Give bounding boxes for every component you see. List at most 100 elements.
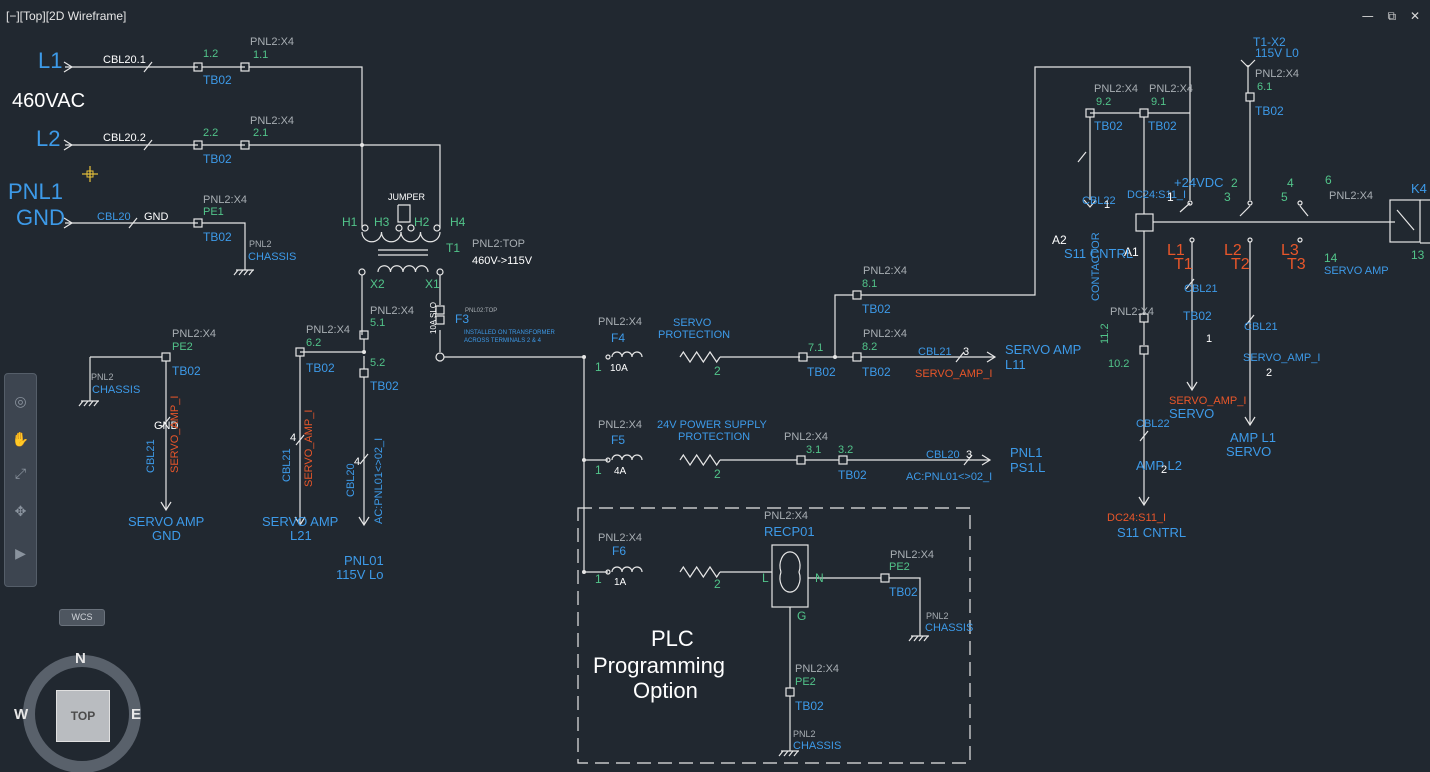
terminal[interactable] — [240, 140, 250, 150]
schematic-label[interactable]: PNL2:X4 — [1329, 190, 1373, 202]
connection-point[interactable] — [407, 224, 415, 232]
schematic-label[interactable]: TB02 — [807, 365, 836, 379]
arrow-down-icon[interactable] — [1244, 416, 1256, 427]
terminal[interactable] — [193, 140, 203, 150]
schematic-label[interactable]: 1 — [595, 572, 602, 586]
schematic-label[interactable]: A2 — [1052, 233, 1067, 247]
connection-point[interactable] — [1297, 200, 1303, 206]
schematic-label[interactable]: PNL2:X4 — [250, 36, 294, 48]
schematic-label[interactable]: TB02 — [203, 230, 232, 244]
schematic-label[interactable]: TB02 — [862, 302, 891, 316]
schematic-label[interactable]: AC:PNL01<>02_I — [906, 471, 992, 483]
terminal[interactable] — [798, 352, 808, 362]
wire[interactable] — [249, 144, 441, 222]
schematic-label[interactable]: 4 — [354, 456, 360, 468]
arrow-right-icon[interactable] — [981, 454, 992, 466]
schematic-label[interactable]: S11 CNTRL — [1117, 525, 1186, 540]
wire[interactable] — [861, 66, 1191, 296]
schematic-label[interactable]: ACROSS TERMINALS 2 & 4 — [464, 338, 542, 344]
schematic-label[interactable]: 115V L0 — [1255, 46, 1299, 60]
schematic-label[interactable]: PNL2:X4 — [203, 194, 247, 206]
fuse-element[interactable] — [679, 565, 721, 579]
terminal[interactable] — [880, 573, 890, 583]
schematic-label[interactable]: SERVO AMP — [1005, 342, 1081, 357]
connection-point[interactable] — [395, 224, 403, 232]
contact-switch[interactable] — [1239, 205, 1251, 217]
transformer-primary-coil[interactable] — [400, 231, 422, 243]
schematic-label[interactable]: PNL1 — [1010, 445, 1043, 460]
schematic-label[interactable]: S11 CNTRL — [1064, 246, 1133, 261]
schematic-label[interactable]: CHASSIS — [248, 251, 296, 263]
schematic-label[interactable]: X1 — [425, 277, 440, 291]
arrow-down-icon[interactable] — [1186, 381, 1198, 392]
schematic-label[interactable]: PNL2:X4 — [1094, 83, 1138, 95]
schematic-label[interactable]: PNL2 — [793, 729, 816, 739]
schematic-label[interactable]: 1 — [595, 360, 602, 374]
schematic-label[interactable]: TB02 — [1094, 119, 1123, 133]
terminal[interactable] — [1139, 345, 1149, 355]
arrow-right-icon[interactable] — [63, 61, 74, 73]
schematic-label[interactable]: Option — [633, 678, 698, 703]
close-icon[interactable]: ✕ — [1409, 9, 1420, 23]
schematic-label[interactable]: SERVO AMP — [262, 514, 338, 529]
arrow-down-icon[interactable] — [1138, 496, 1150, 507]
schematic-label[interactable]: 8.2 — [862, 341, 877, 353]
schematic-label[interactable]: TB02 — [838, 468, 867, 482]
terminal[interactable] — [359, 330, 369, 340]
schematic-label[interactable]: PE2 — [172, 341, 193, 353]
cable-mark[interactable] — [143, 139, 153, 151]
schematic-label[interactable]: L — [762, 571, 769, 585]
schematic-label[interactable]: PNL2:X4 — [795, 663, 839, 675]
arrow-right-icon[interactable] — [63, 139, 74, 151]
schematic-label[interactable]: 5.1 — [370, 317, 385, 329]
ground-icon[interactable] — [923, 635, 929, 642]
wcs-menu[interactable]: WCS — [59, 609, 105, 626]
schematic-label[interactable]: PNL2:X4 — [764, 510, 808, 522]
coil-a1-a2[interactable] — [1135, 213, 1154, 232]
schematic-label[interactable]: L2 — [1224, 242, 1242, 259]
schematic-label[interactable]: CHASSIS — [793, 740, 841, 752]
schematic-label[interactable]: PNL2:X4 — [1149, 83, 1193, 95]
schematic-label[interactable]: 460V->115V — [472, 255, 533, 267]
cable-mark[interactable] — [143, 61, 153, 73]
schematic-label[interactable]: TB02 — [370, 379, 399, 393]
schematic-label[interactable]: CHASSIS — [925, 622, 973, 634]
schematic-label[interactable]: CBL20.2 — [103, 132, 146, 144]
schematic-label[interactable]: F5 — [611, 433, 625, 447]
schematic-label[interactable]: SERVO — [673, 317, 712, 329]
schematic-label[interactable]: 4A — [614, 466, 627, 477]
schematic-label[interactable]: SERVO — [1169, 406, 1214, 421]
schematic-label[interactable]: SERVO_AMP_I — [1169, 395, 1246, 407]
schematic-label[interactable]: SERVO — [1226, 444, 1271, 459]
arrow-down-icon[interactable] — [160, 501, 172, 512]
schematic-label[interactable]: 11.2 — [1099, 323, 1111, 344]
schematic-label[interactable]: SERVO_AMP_I — [303, 410, 315, 487]
fuse-element[interactable] — [679, 453, 721, 467]
schematic-label[interactable]: PNL2:X4 — [863, 265, 907, 277]
schematic-label[interactable]: T1 — [1174, 256, 1193, 273]
junction-dot[interactable] — [360, 143, 364, 147]
transformer-secondary-coil[interactable] — [402, 265, 417, 273]
ground-icon[interactable] — [783, 750, 789, 757]
terminal[interactable] — [796, 455, 806, 465]
steering-wheel-icon[interactable]: ◎ — [14, 394, 27, 410]
schematic-label[interactable]: T1-X2 — [1253, 35, 1286, 49]
schematic-label[interactable]: TB02 — [1148, 119, 1177, 133]
ground-icon[interactable] — [238, 269, 244, 276]
connection-point[interactable] — [1189, 237, 1195, 243]
schematic-label[interactable]: L11 — [1005, 357, 1026, 372]
schematic-label[interactable]: X2 — [370, 277, 385, 291]
arrow-fork-icon[interactable] — [1083, 199, 1097, 208]
terminal[interactable] — [785, 687, 795, 697]
schematic-label[interactable]: L21 — [290, 528, 312, 543]
ground-icon[interactable] — [793, 750, 799, 757]
schematic-label[interactable]: 1.1 — [253, 49, 268, 61]
schematic-label[interactable]: CBL21 — [145, 439, 157, 473]
schematic-label[interactable]: DC24:S11_I — [1127, 189, 1186, 201]
schematic-label[interactable]: 2 — [1161, 464, 1167, 476]
jumper-symbol[interactable] — [397, 204, 411, 223]
schematic-label[interactable]: 10A SLO — [429, 302, 438, 334]
schematic-label[interactable]: 24V POWER SUPPLY — [657, 419, 767, 431]
transformer-primary-coil[interactable] — [380, 231, 402, 243]
